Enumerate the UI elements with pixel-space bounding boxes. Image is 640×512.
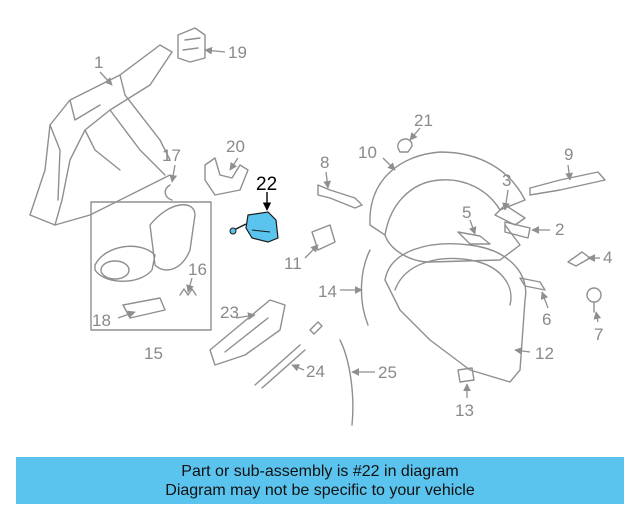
part-2-panel xyxy=(504,221,531,239)
part-5-bracket xyxy=(457,231,491,245)
part-25-seal xyxy=(339,339,354,426)
part-24-rod xyxy=(254,344,306,389)
callout-16: 16 xyxy=(188,260,207,279)
callout-25: 25 xyxy=(378,363,397,382)
part-10-liner xyxy=(369,151,526,263)
callout-2: 2 xyxy=(555,220,564,239)
part-22-fuel-door-actuator xyxy=(229,211,279,243)
part-13-clip xyxy=(457,367,475,383)
caption-banner: Part or sub-assembly is #22 in diagram D… xyxy=(16,457,624,504)
callout-7: 7 xyxy=(594,325,603,344)
part-1-quarter-structure xyxy=(29,44,173,226)
callout-3: 3 xyxy=(502,171,511,190)
part-21-cap xyxy=(397,138,413,153)
part-20-bracket xyxy=(204,157,249,196)
part-17-clip xyxy=(164,184,173,201)
leader-lines xyxy=(99,46,602,398)
part-8-bracket xyxy=(317,184,363,209)
callout-6: 6 xyxy=(542,310,551,329)
callout-13: 13 xyxy=(455,401,474,420)
callout-20: 20 xyxy=(226,137,245,156)
callout-12: 12 xyxy=(535,344,554,363)
callout-8: 8 xyxy=(320,153,329,172)
callout-labels: 1 19 20 17 16 18 15 22 23 24 11 8 10 21 … xyxy=(92,43,612,420)
callout-23: 23 xyxy=(220,303,239,322)
part-3-bracket xyxy=(494,204,526,226)
callout-19: 19 xyxy=(228,43,247,62)
part-12-wheel-housing xyxy=(384,243,527,383)
part-7-screw xyxy=(586,287,602,313)
callout-18: 18 xyxy=(92,311,111,330)
parts-diagram: 1 19 20 17 16 18 15 22 23 24 11 8 10 21 … xyxy=(29,27,612,426)
callout-15: 15 xyxy=(144,344,163,363)
callout-22: 22 xyxy=(256,174,277,195)
callout-17: 17 xyxy=(162,146,181,165)
part-4-clip xyxy=(567,251,591,267)
callout-14: 14 xyxy=(318,282,337,301)
callout-1: 1 xyxy=(94,53,103,72)
callout-4: 4 xyxy=(603,248,612,267)
part-14-strip xyxy=(360,249,371,326)
part-6-clip xyxy=(519,277,546,291)
caption-line-2: Diagram may not be specific to your vehi… xyxy=(165,481,475,499)
callout-10: 10 xyxy=(358,143,377,162)
part-19-bracket xyxy=(177,27,206,63)
callout-9: 9 xyxy=(564,145,573,164)
part-11-panel xyxy=(311,224,336,251)
callout-11: 11 xyxy=(284,254,302,273)
callout-5: 5 xyxy=(462,203,471,222)
callout-21: 21 xyxy=(414,111,433,130)
callout-24: 24 xyxy=(306,362,325,381)
part-23-trim xyxy=(209,299,286,366)
caption-line-1: Part or sub-assembly is #22 in diagram xyxy=(181,462,459,480)
part-9-bracket xyxy=(529,171,606,196)
